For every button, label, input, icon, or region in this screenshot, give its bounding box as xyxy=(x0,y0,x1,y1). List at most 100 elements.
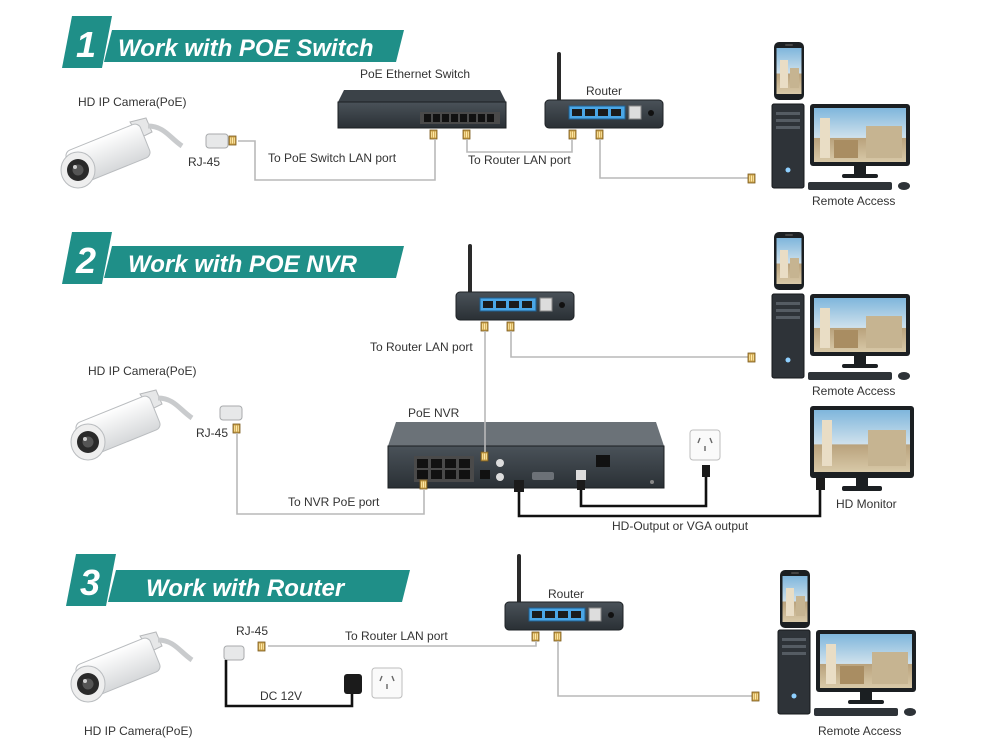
section-2: 2 Work with POE NVR To Router LAN port H… xyxy=(62,232,914,533)
section-1-title: Work with POE Switch xyxy=(118,35,374,62)
section-3-outlet xyxy=(371,667,403,699)
section-1-poe-switch xyxy=(337,90,507,129)
rj45-plug-icon xyxy=(419,479,428,490)
desktop-pc-icon xyxy=(771,293,911,381)
section-1-cable-camera-switch xyxy=(238,139,436,181)
section-1-cable-switch-router xyxy=(466,139,573,153)
section-2-number-box xyxy=(62,232,112,284)
rj45-plug-icon xyxy=(595,129,604,140)
section-1-to-switch-label: To PoE Switch LAN port xyxy=(268,151,397,165)
section-3-remote-label: Remote Access xyxy=(818,724,901,738)
section-3-cable-router-remote xyxy=(557,641,752,697)
section-2-camera-label: HD IP Camera(PoE) xyxy=(88,364,196,378)
section-1-pc xyxy=(771,103,911,191)
rj45-plug-icon xyxy=(506,321,515,332)
nvr-recorder-icon xyxy=(388,422,664,446)
section-3-rj45-connector xyxy=(223,645,245,661)
section-3: 3 Work with Router Router RJ-45 HD IP Ca… xyxy=(66,554,917,738)
rj45-plug-icon xyxy=(257,641,266,652)
section-2-to-nvr-label: To NVR PoE port xyxy=(288,495,380,509)
section-2-remote-label: Remote Access xyxy=(812,384,895,398)
section-1-camera-label: HD IP Camera(PoE) xyxy=(78,95,186,109)
section-2-hd-monitor xyxy=(810,406,914,491)
smartphone-icon xyxy=(774,42,804,100)
section-3-dc-label: DC 12V xyxy=(260,689,302,703)
section-2-nvr xyxy=(387,422,665,489)
section-1-to-router-label: To Router LAN port xyxy=(468,153,571,167)
section-2-cable-router-remote xyxy=(510,331,748,358)
rj45-plug-icon xyxy=(747,352,756,363)
section-2-phone xyxy=(774,232,804,290)
section-1-number-box xyxy=(62,16,112,68)
section-2-title: Work with POE NVR xyxy=(128,251,358,278)
bullet-camera-icon xyxy=(61,118,182,188)
section-3-rj45-label: RJ-45 xyxy=(236,624,268,638)
rj45-plug-icon xyxy=(751,691,760,702)
section-3-cable-camera-router xyxy=(268,641,537,647)
section-3-banner: 3 Work with Router xyxy=(66,554,410,606)
hdmi-plug-icon xyxy=(816,478,825,490)
rj45-plug-icon xyxy=(228,135,237,146)
section-3-cable-dc xyxy=(224,660,354,708)
section-3-router-label: Router xyxy=(548,587,584,601)
smartphone-icon xyxy=(774,232,804,290)
section-2-nvr-label: PoE NVR xyxy=(408,406,460,420)
desktop-pc-icon xyxy=(777,629,917,717)
bullet-camera-icon xyxy=(71,390,192,460)
section-2-monitor-label: HD Monitor xyxy=(836,497,897,511)
section-2-cable-nvr-power xyxy=(579,477,708,508)
section-2-router xyxy=(454,244,576,322)
section-2-number: 2 xyxy=(75,240,96,281)
section-1-router-label: Router xyxy=(586,84,622,98)
rj45-plug-icon xyxy=(531,631,540,642)
power-plug-icon xyxy=(577,480,585,490)
section-3-phone xyxy=(780,570,810,628)
section-2-cable-camera-nvr xyxy=(236,433,425,515)
bullet-camera-icon xyxy=(71,632,192,702)
rj45-plug-icon xyxy=(568,129,577,140)
poe-switch-icon xyxy=(338,90,506,102)
rj45-plug-icon xyxy=(429,129,438,140)
section-2-title-bar xyxy=(104,246,404,278)
section-1-rj45-label: RJ-45 xyxy=(188,155,220,169)
section-1-camera xyxy=(61,118,182,188)
section-2-output-label: HD-Output or VGA output xyxy=(612,519,749,533)
power-adapter-icon xyxy=(344,674,362,694)
wifi-router-icon xyxy=(454,244,576,322)
section-2-rj45-label: RJ-45 xyxy=(196,426,228,440)
section-2-cable-nvr-monitor xyxy=(517,490,822,518)
section-1-rj45-connector xyxy=(205,133,229,149)
rj45-plug-icon xyxy=(553,631,562,642)
section-3-title: Work with Router xyxy=(146,575,346,602)
section-3-adapter xyxy=(344,674,362,694)
smartphone-icon xyxy=(780,570,810,628)
section-3-pc xyxy=(777,629,917,717)
rj45-plug-icon xyxy=(747,173,756,184)
section-1-banner: 1 Work with POE Switch xyxy=(62,16,404,68)
section-2-to-router-label: To Router LAN port xyxy=(370,340,473,354)
power-outlet-icon xyxy=(371,667,403,699)
hdmi-plug-icon xyxy=(514,480,524,492)
section-3-to-router-label: To Router LAN port xyxy=(345,629,448,643)
section-1-number: 1 xyxy=(76,24,96,65)
section-3-camera-label: HD IP Camera(PoE) xyxy=(84,724,192,738)
section-3-camera xyxy=(71,632,192,702)
rj45-plug-icon xyxy=(462,129,471,140)
section-1-title-bar xyxy=(104,30,404,62)
desktop-pc-icon xyxy=(771,103,911,191)
section-2-pc xyxy=(771,293,911,381)
section-1-switch-label: PoE Ethernet Switch xyxy=(360,67,470,81)
section-3-number-box xyxy=(66,554,116,606)
section-1: 1 Work with POE Switch HD IP Camera(PoE)… xyxy=(61,16,911,208)
power-plug-icon xyxy=(702,465,710,477)
section-2-rj45-connector xyxy=(219,405,243,421)
section-1-remote-label: Remote Access xyxy=(812,194,895,208)
section-3-number: 3 xyxy=(80,562,100,603)
rj45-plug-icon xyxy=(480,321,489,332)
rj45-plug-icon xyxy=(232,423,241,434)
section-1-cable-router-remote xyxy=(599,139,748,179)
power-outlet-icon xyxy=(689,429,721,461)
section-2-camera xyxy=(71,390,192,460)
section-1-phone xyxy=(774,42,804,100)
